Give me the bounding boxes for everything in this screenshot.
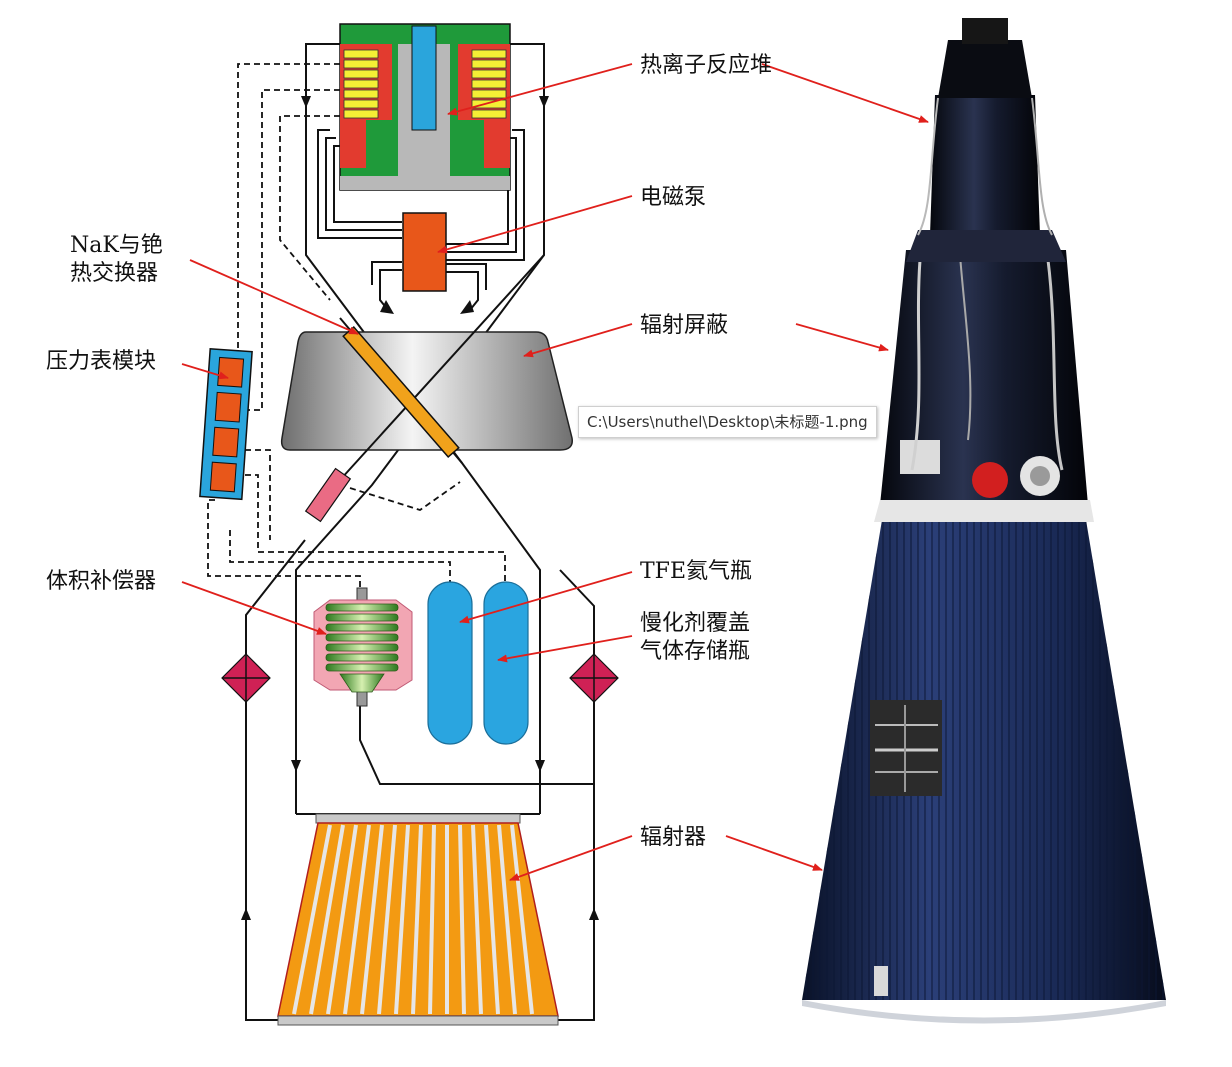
label-reactor: 热离子反应堆 <box>640 53 772 78</box>
fuel-elements-right <box>471 49 507 119</box>
leader-lines <box>181 63 929 881</box>
control-rod <box>411 25 437 131</box>
flow-arrows <box>241 96 599 920</box>
spacecraft-red-valve <box>972 462 1008 498</box>
label-nak-hx-line1: NaK与铯 <box>70 233 163 258</box>
valve-left <box>221 653 271 703</box>
radiation-shield <box>280 331 573 451</box>
label-radiator: 辐射器 <box>640 825 706 850</box>
label-tfe-bottle: TFE氦气瓶 <box>640 559 752 584</box>
tfe-helium-bottle <box>427 581 473 745</box>
label-moderator-line2: 气体存储瓶 <box>640 639 750 664</box>
spacecraft-reactor-section <box>930 95 1040 235</box>
reactor <box>339 23 511 191</box>
valve-right <box>569 653 619 703</box>
moderator-gas-bottle <box>483 581 529 745</box>
pink-module <box>304 467 352 523</box>
pressure-gauge-module <box>199 347 253 501</box>
file-path-tooltip: C:\Users\nuthel\Desktop\未标题-1.png <box>578 406 877 438</box>
label-shield: 辐射屏蔽 <box>640 313 728 338</box>
label-pressure-module: 压力表模块 <box>46 349 156 374</box>
volume-compensator <box>313 587 413 707</box>
spacecraft-photo <box>802 18 1166 1024</box>
label-moderator-line1: 慢化剂覆盖 <box>640 611 750 636</box>
dashed-gas-lines <box>207 63 506 590</box>
label-nak-hx-line2: 热交换器 <box>70 261 158 286</box>
label-volume-comp: 体积补偿器 <box>46 569 156 594</box>
fuel-elements-left <box>343 49 379 119</box>
radiator <box>277 813 559 1026</box>
label-em-pump: 电磁泵 <box>640 185 706 210</box>
